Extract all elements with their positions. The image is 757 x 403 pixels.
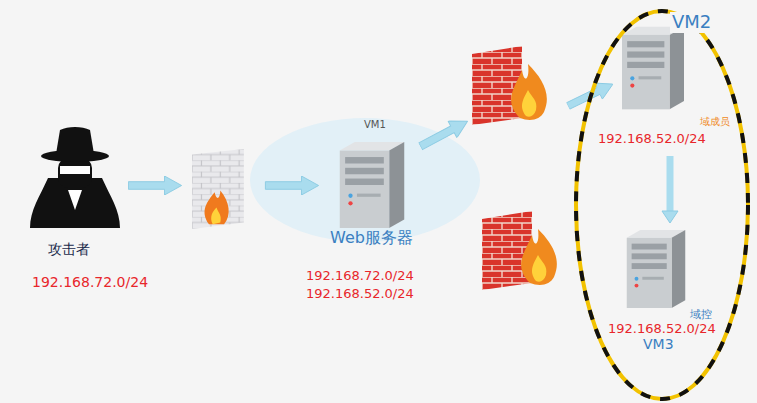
flow-arrow [662, 156, 678, 223]
arrow [128, 176, 181, 195]
role-label: 域成员 [700, 116, 730, 128]
ip-range: 192.168.52.0/24 [608, 322, 716, 337]
server-node: 域控192.168.52.0/24VM3 [600, 225, 740, 357]
firewall-icon [472, 46, 547, 125]
server-node: VM1Web服务器 192.168.72.0/24 192.168.52.0/24 [290, 115, 440, 312]
domain-boundary [576, 11, 748, 399]
ip-range: 192.168.72.0/24 [32, 274, 148, 290]
server-icon [627, 230, 686, 308]
vm-label: VM1 [364, 119, 386, 131]
node-title: Web服务器 [330, 229, 413, 247]
vm-label: VM2 [670, 12, 713, 33]
arrow-head [662, 211, 678, 223]
ip-range: 192.168.72.0/24 [306, 269, 414, 284]
attacker-node: 攻击者 192.168.72.0/24 [25, 120, 148, 297]
server-icon [622, 27, 684, 110]
arrow [416, 113, 472, 155]
arrow [265, 176, 318, 195]
role-label: 域控 [690, 309, 712, 322]
node-title: 攻击者 [48, 241, 90, 257]
firewall-icon [192, 149, 244, 229]
server-node: VM2 域成员 192.168.52.0/24 [590, 12, 740, 154]
vm-label: VM3 [643, 336, 674, 352]
ip-range: 192.168.52.0/24 [306, 287, 414, 302]
ip-range: 192.168.52.0/24 [598, 132, 706, 147]
arrow-shaft [667, 156, 674, 213]
domain-boundary-dash [576, 11, 748, 399]
firewall-icon [482, 211, 557, 290]
attacker-icon [30, 127, 120, 228]
server-icon [340, 142, 405, 228]
